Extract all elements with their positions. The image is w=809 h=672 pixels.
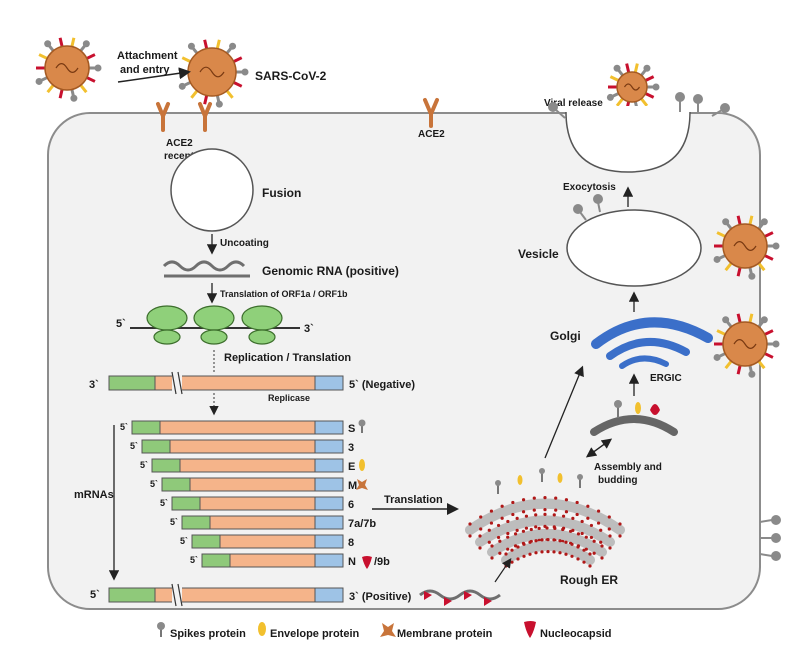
ribosome-icons xyxy=(146,305,283,345)
vesicle-label: Vesicle xyxy=(518,247,559,261)
mrna-gene-label: M xyxy=(348,480,357,492)
mrna-row: 5` 3 xyxy=(130,439,354,454)
mrna-row: 5` 8 xyxy=(180,534,354,549)
mrna-gene-label: 8 xyxy=(348,537,354,549)
attachment-arrow xyxy=(117,67,191,83)
mrna-gene-label: 6 xyxy=(348,499,354,511)
positive-five-prime-label: 5` xyxy=(90,589,100,601)
mrna-five-prime-label: 5` xyxy=(180,536,188,546)
translation-label: Translation xyxy=(384,494,443,506)
positive-strand-rna xyxy=(108,583,344,607)
genomic-rna-label: Genomic RNA (positive) xyxy=(262,264,399,278)
golgi-label: Golgi xyxy=(550,329,581,343)
mrna-gene-label: 3 xyxy=(348,442,354,454)
golgi-apparatus xyxy=(591,317,713,369)
virus-outside-2-icon xyxy=(713,215,780,280)
five-prime-label: 5` xyxy=(116,318,126,330)
mrna-n-suffix-label: /9b xyxy=(374,556,390,568)
uncoating-label: Uncoating xyxy=(220,238,269,249)
fusion-label: Fusion xyxy=(262,186,301,200)
translation-orf-label: Translation of ORF1a / ORF1b xyxy=(220,289,348,299)
genomic-rna-strand xyxy=(162,260,246,272)
mrna-gene-label: E xyxy=(348,461,355,473)
mrna-five-prime-label: 5` xyxy=(140,460,148,470)
mrna-five-prime-label: 5` xyxy=(130,441,138,451)
legend-nucleocapsid-label: Nucleocapsid xyxy=(540,628,612,640)
three-prime-label: 3` xyxy=(304,323,314,335)
positive-label: 3` (Positive) xyxy=(349,591,412,603)
membrane-icon xyxy=(356,479,368,490)
ergic-membrane xyxy=(590,415,678,436)
ergic-proteins-icon xyxy=(614,400,660,418)
negative-strand-rna xyxy=(108,371,344,395)
mrna-gene-label: S xyxy=(348,423,355,435)
negative-label: 5` (Negative) xyxy=(349,379,415,391)
negative-three-prime-label: 3` xyxy=(89,379,99,391)
virus-outside-1-icon xyxy=(35,37,102,102)
mrna-five-prime-label: 5` xyxy=(120,422,128,432)
mrna-five-prime-label: 5` xyxy=(160,498,168,508)
legend: Spikes protein Envelope protein Membrane… xyxy=(157,621,612,640)
rough-er-label: Rough ER xyxy=(560,573,618,587)
mrna-row: 5` N/9b xyxy=(190,553,390,569)
mrna-five-prime-label: 5` xyxy=(190,555,198,565)
legend-envelope-label: Envelope protein xyxy=(270,628,360,640)
nucleocapsid-arrow xyxy=(494,558,512,583)
legend-spikes-label: Spikes protein xyxy=(170,628,246,640)
mrnas-label: mRNAs xyxy=(74,489,114,501)
nucleocapsid-icon xyxy=(362,556,372,569)
budding-label: budding xyxy=(598,475,637,486)
nucleocapsid-rna-icon xyxy=(419,589,501,606)
ace2-receptor-right-icon xyxy=(423,98,439,128)
mrna-gene-label: N xyxy=(348,556,356,568)
legend-membrane-icon xyxy=(380,623,396,637)
virus-attaching-icon xyxy=(178,39,249,108)
legend-spike-icon xyxy=(157,622,165,637)
legend-envelope-icon xyxy=(258,622,266,636)
mrna-row: 5` S xyxy=(120,419,366,435)
mrna-row: 5` 7a/7b xyxy=(170,515,376,530)
subgenomic-mrnas: 5` S 5` 3 5` E 5` M 5` 6 5` 7a/7b 5` 8 5` N/9b xyxy=(120,419,390,569)
rough-er xyxy=(465,468,625,568)
virus-outside-3-icon xyxy=(713,313,780,378)
legend-nucleocapsid-icon xyxy=(524,621,536,638)
ace2-label: ACE2 xyxy=(166,138,193,149)
ace2-right-label: ACE2 xyxy=(418,129,445,140)
mrna-row: 5` 6 xyxy=(160,496,354,511)
mrna-gene-label: 7a/7b xyxy=(348,518,376,530)
envelope-icon xyxy=(359,459,365,471)
viral-release-label: Viral release xyxy=(544,98,603,109)
replicase-label: Replicase xyxy=(268,393,310,403)
receptor-label: receptor xyxy=(164,151,204,162)
mrna-five-prime-label: 5` xyxy=(170,517,178,527)
ergic-label: ERGIC xyxy=(650,373,682,384)
mrna-row: 5` M xyxy=(150,477,368,492)
release-pocket xyxy=(565,111,691,173)
er-to-golgi-arrow xyxy=(544,365,584,459)
secretory-vesicle xyxy=(566,209,702,287)
ace2-receptor-left-icon xyxy=(156,102,212,132)
mrna-row: 5` E xyxy=(140,458,365,473)
exocytosis-label: Exocytosis xyxy=(563,182,616,193)
replication-translation-label: Replication / Translation xyxy=(224,352,351,364)
legend-membrane-label: Membrane protein xyxy=(397,628,493,640)
fusion-vesicle xyxy=(170,148,254,232)
membrane-spike-icons xyxy=(548,92,781,561)
mrna-five-prime-label: 5` xyxy=(150,479,158,489)
virus-label: SARS-CoV-2 xyxy=(255,69,327,83)
attachment-label: Attachment xyxy=(117,50,178,62)
assembly-label: Assembly and xyxy=(594,462,662,473)
and-entry-label: and entry xyxy=(120,64,170,76)
